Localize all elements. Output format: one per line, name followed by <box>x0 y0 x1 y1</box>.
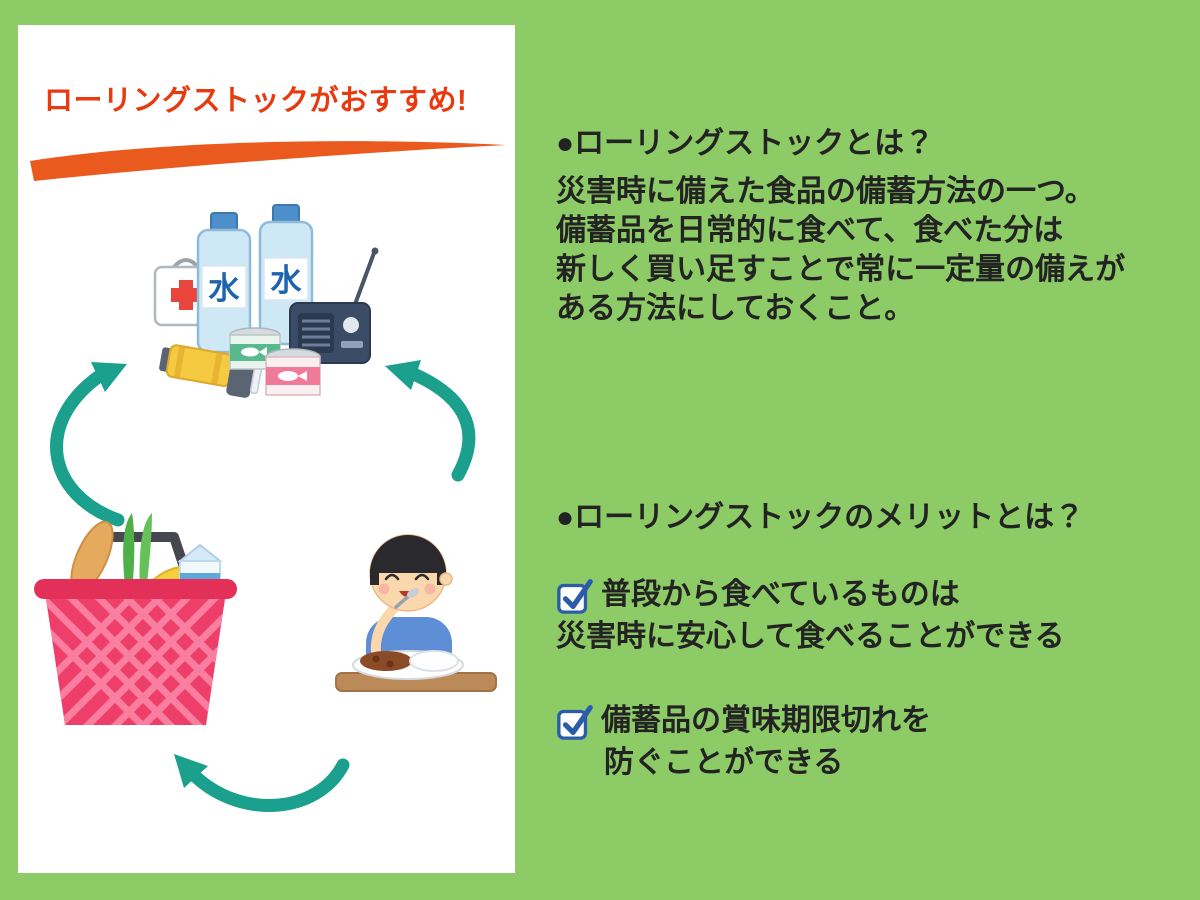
water-bottle-icon: 水 <box>196 212 252 354</box>
about-line: 備蓄品を日常的に食べて、食べた分は <box>556 214 1064 247</box>
about-heading: ●ローリングストックとは？ <box>556 127 935 160</box>
about-line: 災害時に備えた食品の備蓄方法の一つ。 <box>556 175 1095 208</box>
flashlight-icon <box>159 344 264 398</box>
cycle-arrow-left-icon <box>50 362 127 527</box>
shopping-basket-icon <box>34 513 237 725</box>
merits-heading: ●ローリングストックのメリットとは？ <box>556 501 1085 534</box>
merit-text: 普段から食べているものは <box>601 578 960 611</box>
about-line: ある方法にしておくこと。 <box>556 292 915 325</box>
merit-text: 災害時に安心して食べることができる <box>556 620 1065 653</box>
merit-item: 備蓄品の賞味期限切れを 防ぐことができる <box>556 700 931 784</box>
rolling-stock-cycle-illustration: 水 水 <box>34 204 497 812</box>
canned-food-icon <box>265 348 321 396</box>
about-line: 新しく買い足すことで常に一定量の備えが <box>556 253 1126 286</box>
checkbox-check-icon <box>557 705 593 740</box>
water-label: 水 <box>270 263 303 298</box>
card-title: ローリングストックがおすすめ! <box>44 85 468 117</box>
about-section: ●ローリングストックとは？ 災害時に備えた食品の備蓄方法の一つ。 備蓄品を日常的… <box>556 124 1125 328</box>
boy-eating-icon <box>335 534 497 692</box>
radio-icon <box>289 247 379 364</box>
checkbox-check-icon <box>557 579 593 614</box>
cycle-arrow-bottom-icon <box>174 754 350 812</box>
merit-text: 防ぐことができる <box>604 746 844 779</box>
emergency-supplies-illustration: 水 水 <box>153 204 379 398</box>
water-label: 水 <box>208 271 241 306</box>
brush-underline <box>30 141 506 181</box>
merit-text: 備蓄品の賞味期限切れを <box>601 704 931 737</box>
merit-item: 普段から食べているものは 災害時に安心して食べることができる <box>556 574 1065 658</box>
cycle-arrow-right-icon <box>385 360 476 482</box>
rolling-stock-card: ローリングストックがおすすめ! <box>18 25 515 873</box>
